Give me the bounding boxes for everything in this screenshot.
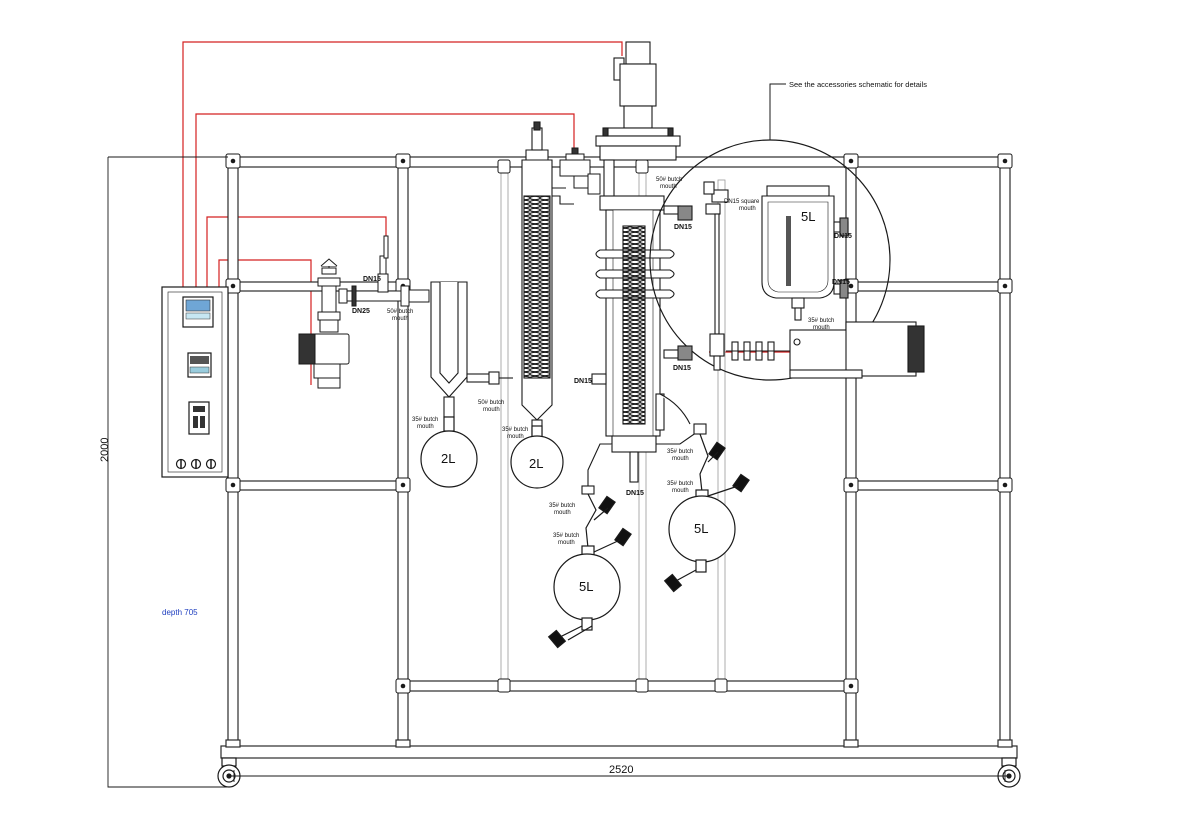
frame-rail: [855, 480, 1001, 491]
mouth-label: 35# butch: [502, 427, 528, 433]
flask-2l-right: [510, 425, 564, 489]
dn25-label: DN25: [352, 308, 370, 315]
vacuum-valve-assembly: [298, 235, 430, 389]
frame-rail: [237, 480, 399, 491]
frame-post-mid-left: [397, 156, 409, 748]
mouth-label: mouth: [672, 456, 689, 462]
dn15-label: DN15: [574, 378, 592, 385]
stirrer-motor: [595, 41, 681, 161]
frame-rail-top: [237, 156, 399, 168]
mouth-label: 50# butch: [656, 177, 682, 183]
frame-post-left: [227, 156, 239, 748]
dimension-lines: [107, 156, 1009, 788]
mouth-label: 35# butch: [667, 449, 693, 455]
mouth-label: 35# butch: [553, 533, 579, 539]
feed-pump: [677, 181, 925, 379]
callout-leader: [769, 83, 786, 140]
mouth-label: mouth: [813, 325, 830, 331]
depth-dimension: depth 705: [162, 608, 198, 617]
frame-rail: [855, 281, 1001, 292]
height-dimension: 2000: [99, 438, 111, 462]
mouth-label: mouth: [558, 540, 575, 546]
dn15-label: DN15: [674, 224, 692, 231]
accessories-note: See the accessories schematic for detail…: [789, 80, 927, 89]
feed-tank-5l: [761, 185, 849, 321]
mouth-label: mouth: [417, 424, 434, 430]
square-mouth-label: DN15 square: [724, 199, 760, 205]
flask-volume-label: 5L: [801, 209, 815, 224]
dn15-label: DN15: [832, 279, 850, 286]
mouth-label: 50# butch: [478, 400, 504, 406]
flask-2l-left: [420, 416, 478, 488]
flask-volume-label: 2L: [529, 456, 543, 471]
frame-rail-top: [855, 156, 1001, 168]
control-cables: [182, 41, 790, 385]
mouth-label: 35# butch: [549, 503, 575, 509]
mouth-label: 50# butch: [387, 309, 413, 315]
frame-post-mid-right: [845, 156, 857, 748]
mouth-label: 35# butch: [808, 318, 834, 324]
flask-volume-label: 5L: [694, 521, 708, 536]
coil-condenser-left: [521, 121, 574, 439]
mouth-label: mouth: [660, 184, 677, 190]
control-cabinet: [161, 286, 229, 478]
mouth-label: mouth: [483, 407, 500, 413]
frame-rail-lower: [407, 680, 847, 692]
square-mouth-label: mouth: [739, 206, 756, 212]
receiving-flask-right: [663, 433, 750, 593]
mouth-label: mouth: [392, 316, 409, 322]
flask-volume-label: 2L: [441, 451, 455, 466]
frame-base: [220, 745, 1018, 759]
cold-trap: [430, 281, 513, 418]
mouth-label: mouth: [672, 488, 689, 494]
width-dimension: 2520: [609, 764, 633, 776]
mouth-label: 35# butch: [412, 417, 438, 423]
receiving-flask-left: [547, 493, 632, 649]
mouth-label: mouth: [554, 510, 571, 516]
flask-volume-label: 5L: [579, 579, 593, 594]
dn15-label: DN15: [626, 490, 644, 497]
dn15-label: DN15: [834, 233, 852, 240]
dn15-label: DN15: [673, 365, 691, 372]
feed-inlet: [559, 147, 601, 195]
mouth-label: 35# butch: [667, 481, 693, 487]
dn15-label: DN15: [363, 276, 381, 283]
frame-post-right: [999, 156, 1011, 748]
mouth-label: mouth: [507, 434, 524, 440]
